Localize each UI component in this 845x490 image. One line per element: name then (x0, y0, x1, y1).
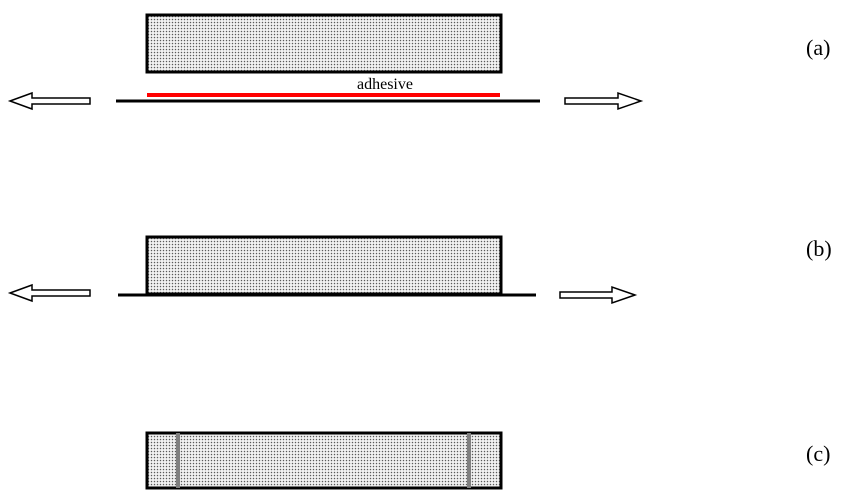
right-arrow-b (559, 285, 638, 305)
panel-label-b: (b) (806, 236, 832, 261)
block-a (145, 13, 503, 74)
panel-b: (b) (7, 235, 832, 305)
panel-c: (c) (145, 431, 830, 490)
adhesive-label: adhesive (357, 76, 413, 93)
panel-a: adhesive (a) (7, 13, 830, 111)
right-arrow-a (564, 91, 644, 111)
left-arrow-a (7, 91, 91, 111)
left-arrow-b (7, 283, 91, 303)
block-b (145, 235, 503, 296)
panel-label-c: (c) (806, 441, 830, 466)
block-c (145, 431, 503, 490)
panel-label-a: (a) (806, 35, 830, 60)
